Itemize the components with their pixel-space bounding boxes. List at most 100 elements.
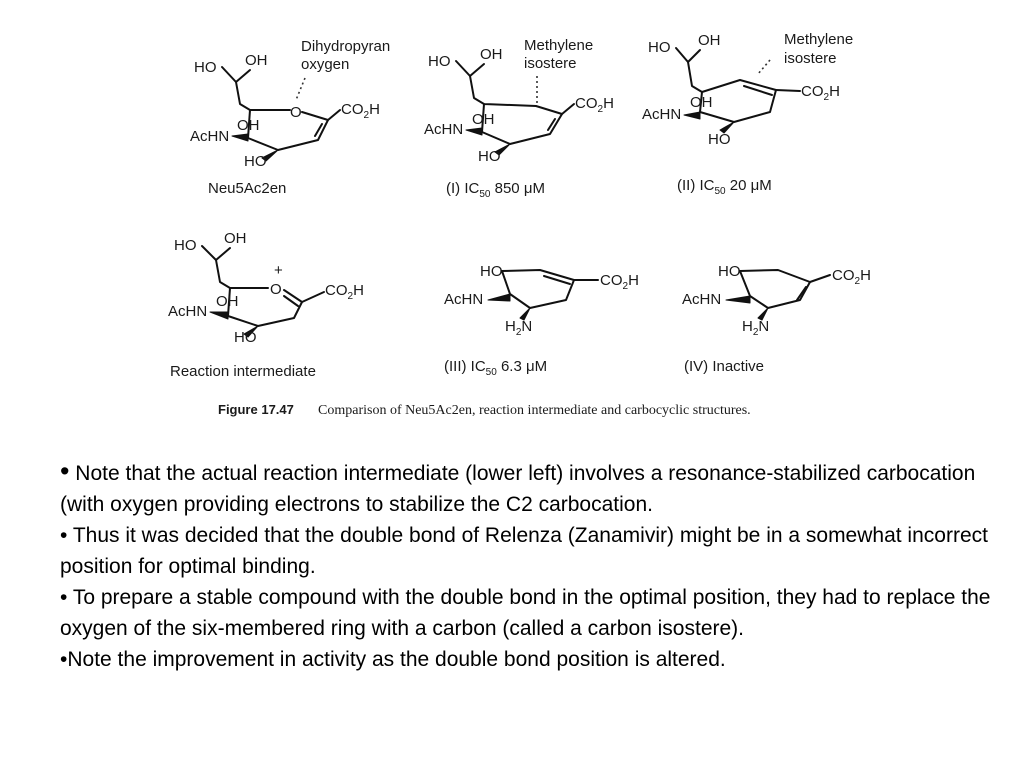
bullet-marker: •	[60, 456, 70, 486]
annotation-line-2: oxygen	[301, 56, 349, 73]
side-chain-stem	[235, 81, 251, 111]
h2n-label: H2N	[505, 318, 532, 338]
oh-label: OH	[698, 32, 721, 49]
achn-wedge	[231, 133, 249, 142]
ho-label: HO	[428, 53, 451, 70]
ring-oh-label: OH	[237, 117, 260, 134]
ho-bottom-label: HO	[234, 329, 257, 346]
co2h-label: CO2H	[575, 95, 614, 115]
structure-compound-i: Methylene isostere HO OH CO2H OH AcHN HO…	[424, 37, 614, 200]
annotation-line-2: isostere	[524, 55, 577, 72]
figure-caption: Figure 17.47 Comparison of Neu5Ac2en, re…	[218, 402, 751, 418]
nh2-wedge	[519, 307, 531, 321]
achn-label: AcHN	[168, 303, 207, 320]
structure-label: (I) IC50 850 μM	[446, 180, 545, 200]
co2h-label: CO2H	[341, 101, 380, 121]
ho-wedge	[494, 143, 511, 156]
achn-wedge	[209, 311, 229, 320]
bullet-item: • Note that the actual reaction intermed…	[60, 456, 1005, 520]
co2h-label: CO2H	[832, 267, 871, 287]
structure-label: (IV) Inactive	[684, 358, 764, 375]
achn-label: AcHN	[682, 291, 721, 308]
achn-wedge	[725, 295, 751, 304]
achn-label: AcHN	[642, 106, 681, 123]
ring-oxygen: O	[290, 104, 302, 121]
structure-compound-iii: HO CO2H AcHN H2N (III) IC50 6.3 μM	[444, 263, 639, 378]
bullet-list: • Note that the actual reaction intermed…	[60, 456, 1005, 675]
positive-charge: +	[274, 262, 283, 279]
structure-label: Reaction intermediate	[170, 363, 316, 380]
bullet-item: • Thus it was decided that the double bo…	[60, 520, 1005, 582]
bullet-marker: •	[60, 648, 68, 671]
carboxyl-bond	[561, 103, 575, 115]
structure-reaction-intermediate: HO OH O + CO2H OH AcHN HO Reaction inter…	[168, 230, 364, 380]
double-bond-line	[796, 286, 807, 301]
ho-wedge	[243, 325, 259, 338]
side-chain-bonds	[455, 60, 485, 77]
ho-bottom-label: HO	[478, 148, 501, 165]
carboxyl-bond	[809, 274, 831, 283]
carboxyl-bond	[775, 89, 801, 92]
ho-bottom-label: HO	[244, 153, 267, 170]
annotation-pointer	[295, 77, 306, 101]
bullet-marker: •	[60, 524, 68, 547]
side-chain-bonds	[221, 66, 251, 83]
h2n-label: H2N	[742, 318, 769, 338]
co2h-label: CO2H	[600, 272, 639, 292]
annotation-line-1: Methylene	[784, 31, 853, 48]
bullet-item: •Note the improvement in activity as the…	[60, 644, 1005, 675]
annotation-line-2: isostere	[784, 50, 837, 67]
co2h-label: CO2H	[801, 83, 840, 103]
achn-label: AcHN	[190, 128, 229, 145]
double-bond-line	[547, 118, 556, 131]
carboxyl-bond	[301, 291, 325, 303]
structure-neu5ac2en: Dihydropyran oxygen HO OH O CO2H OH AcHN…	[190, 38, 390, 197]
bullet-text: To prepare a stable compound with the do…	[60, 586, 991, 640]
ho-label: HO	[718, 263, 741, 280]
oh-label: OH	[224, 230, 247, 247]
side-chain-bonds	[675, 47, 701, 63]
side-chain-bonds	[201, 245, 231, 261]
carboxyl-bond	[327, 109, 341, 121]
ho-wedge	[261, 149, 279, 162]
side-chain-stem	[687, 61, 703, 93]
bullet-text: Note the improvement in activity as the …	[67, 648, 726, 671]
structure-label: (III) IC50 6.3 μM	[444, 358, 547, 378]
ho-label: HO	[194, 59, 217, 76]
oh-label: OH	[245, 52, 268, 69]
annotation-pointer	[757, 59, 771, 75]
structure-compound-iv: HO CO2H AcHN H2N (IV) Inactive	[682, 263, 871, 375]
ho-wedge	[719, 121, 735, 134]
ring-oh-label: OH	[472, 111, 495, 128]
double-bond-line	[283, 295, 299, 307]
caption-text: Comparison of Neu5Ac2en, reaction interm…	[318, 403, 751, 418]
bullet-item: • To prepare a stable compound with the …	[60, 582, 1005, 644]
co2h-label: CO2H	[325, 282, 364, 302]
ho-label: HO	[480, 263, 503, 280]
ring-bonds	[247, 109, 329, 151]
double-bond-line	[314, 123, 323, 137]
structure-label: (II) IC50 20 μM	[677, 177, 772, 197]
ho-bottom-label: HO	[708, 131, 731, 148]
chemical-structures-figure: Dihydropyran oxygen HO OH O CO2H OH AcHN…	[168, 31, 871, 418]
achn-wedge	[683, 111, 701, 120]
ho-label: HO	[648, 39, 671, 56]
oh-label: OH	[480, 46, 503, 63]
figure-number: Figure 17.47	[218, 402, 294, 417]
ring-bonds	[227, 287, 303, 327]
ring-bonds	[501, 269, 575, 309]
achn-wedge	[487, 293, 511, 302]
ho-label: HO	[174, 237, 197, 254]
ring-oh-label: OH	[690, 94, 713, 111]
bullet-text: Thus it was decided that the double bond…	[60, 524, 988, 578]
structure-label: Neu5Ac2en	[208, 180, 286, 197]
ring-oh-label: OH	[216, 293, 239, 310]
bullet-marker: •	[60, 586, 68, 609]
double-bond-line	[743, 85, 773, 96]
annotation-line-1: Methylene	[524, 37, 593, 54]
annotation-line-1: Dihydropyran	[301, 38, 390, 55]
structure-compound-ii: Methylene isostere HO OH CO2H OH AcHN HO…	[642, 31, 853, 197]
achn-label: AcHN	[424, 121, 463, 138]
ring-oxygen: O	[270, 281, 282, 298]
